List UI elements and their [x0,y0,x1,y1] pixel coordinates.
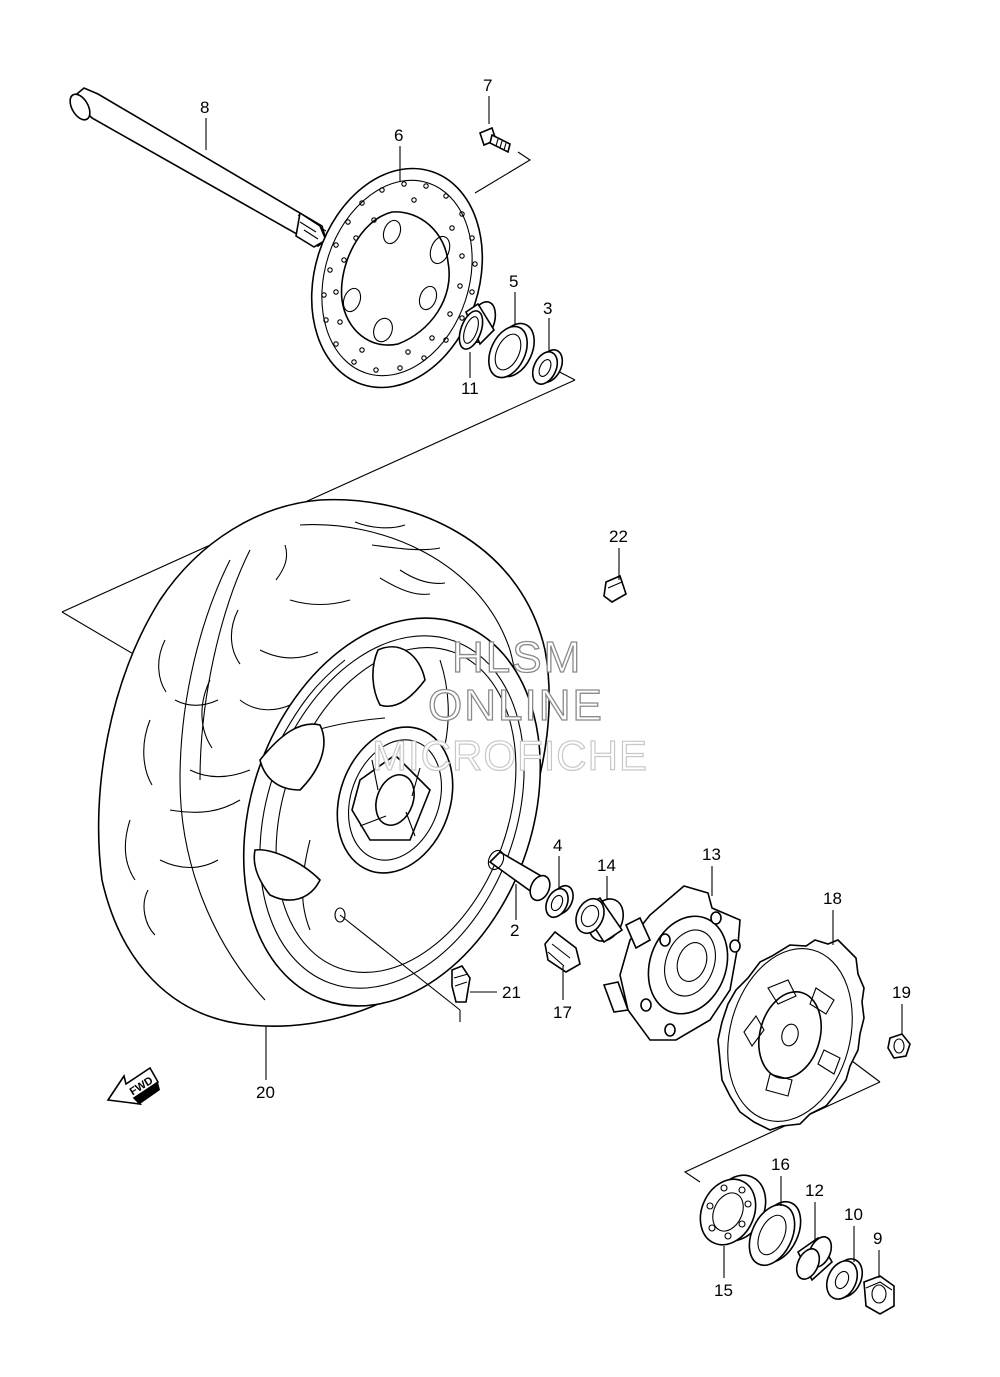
callout-13[interactable]: 13 [702,845,721,864]
nut-19-part[interactable] [887,1033,911,1059]
callout-20[interactable]: 20 [256,1083,275,1102]
seal-5-part[interactable] [481,317,542,384]
watermark-line-2: ONLINE [428,681,604,730]
callout-12[interactable]: 12 [805,1181,824,1200]
callout-6[interactable]: 6 [394,126,403,145]
sprocket-18-part[interactable] [709,934,870,1135]
callout-2[interactable]: 2 [510,921,519,940]
callout-19[interactable]: 19 [892,983,911,1002]
leader-lines [205,96,903,1278]
axle-part[interactable] [66,87,328,248]
callout-11[interactable]: 11 [461,379,479,398]
nut-9-part[interactable] [863,1275,895,1315]
valve-part[interactable] [451,965,497,1003]
bearing-4-part[interactable] [542,882,578,921]
damper-17-part[interactable] [544,930,581,973]
spacer-11-part[interactable] [455,298,501,352]
brake-disc-part[interactable] [284,146,509,410]
fwd-arrow-icon: FWD [106,1066,160,1106]
bearing-15-part[interactable] [690,1166,776,1254]
sprocket-drum-13-part[interactable] [602,885,741,1041]
callout-10[interactable]: 10 [844,1205,863,1224]
spacer-2-part[interactable] [485,848,553,904]
brake-bolt-part[interactable] [479,126,511,154]
watermark-line-3: MICROFICHE [372,732,648,779]
valve-cap-part[interactable] [603,574,627,603]
callout-9[interactable]: 9 [873,1229,882,1248]
callout-3[interactable]: 3 [543,299,552,318]
callout-16[interactable]: 16 [771,1155,790,1174]
watermark: HLSM ONLINE MICROFICHE [371,632,648,779]
watermark-line-1: HLSM [452,633,582,682]
callout-21[interactable]: 21 [502,983,521,1002]
callout-4[interactable]: 4 [553,836,562,855]
callout-8[interactable]: 8 [200,98,209,117]
callout-22[interactable]: 22 [609,527,628,546]
wheel-rim-part[interactable] [192,576,592,1048]
callout-17[interactable]: 17 [553,1003,572,1022]
spacer-12-part[interactable] [792,1233,836,1282]
callout-14[interactable]: 14 [597,856,616,875]
callout-18[interactable]: 18 [823,889,842,908]
bushing-14-part[interactable] [571,893,630,946]
callout-7[interactable]: 7 [483,76,492,95]
seal-16-part[interactable] [740,1195,809,1273]
callout-15[interactable]: 15 [714,1281,733,1300]
callout-labels: 8 7 6 5 3 11 22 2 4 14 17 13 18 19 21 20… [200,76,911,1300]
bearing-3-part[interactable] [528,346,567,388]
callout-5[interactable]: 5 [509,272,518,291]
washer-10-part[interactable] [821,1254,868,1304]
